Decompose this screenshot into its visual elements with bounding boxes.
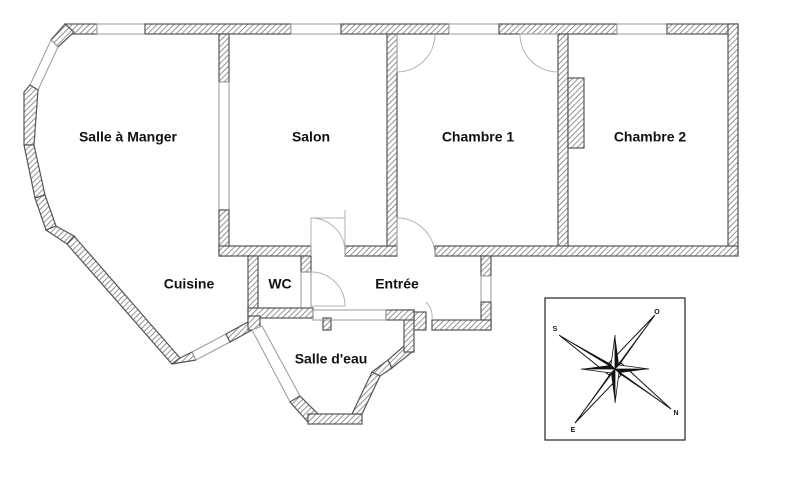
right-wall [727,23,739,254]
salon-chambre1-wall [386,33,398,257]
bathroom-walls [247,309,415,425]
label-entree: Entrée [375,276,419,292]
chambre1-chambre2-wall [557,33,585,257]
label-chambre-1: Chambre 1 [442,129,515,145]
bedroom-bottom-wall [218,245,739,257]
compass-rose: S O N E [544,297,686,441]
label-salle-a-manger: Salle à Manger [79,129,178,145]
entree-walls [411,255,492,331]
top-wall [64,23,739,35]
label-cuisine: Cuisine [164,276,215,292]
compass-north-label: N [673,410,678,417]
compass-west-label: O [654,309,660,316]
compass-star-icon [558,314,672,424]
label-salon: Salon [292,129,330,145]
label-chambre-2: Chambre 2 [614,129,687,145]
compass-east-label: E [571,427,576,434]
dining-salon-wall [218,33,230,257]
door-swings [310,33,559,321]
compass-south-label: S [553,326,558,333]
left-wall [23,23,253,365]
label-wc: WC [268,276,291,292]
label-salle-d-eau: Salle d'eau [295,351,368,367]
